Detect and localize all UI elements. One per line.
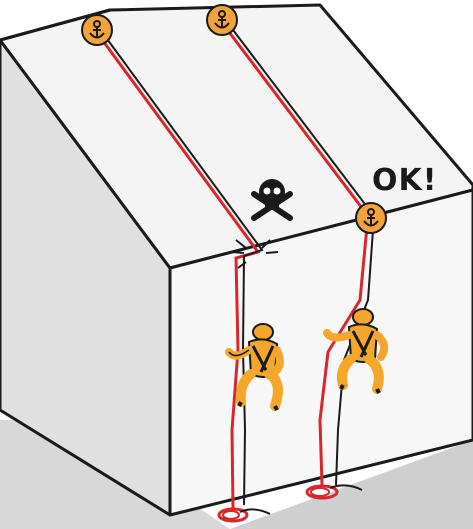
ground-right	[230, 440, 473, 529]
black-rope	[98, 27, 264, 506]
rope-coil-red-inner	[222, 510, 240, 520]
anchor-icon	[355, 202, 387, 234]
rope-coil-red	[305, 484, 339, 500]
rope-coil-black	[329, 484, 363, 491]
red-rope	[93, 29, 261, 509]
rope-coil-red-inner	[310, 487, 330, 497]
worker-figure	[225, 323, 284, 411]
sharp-edge-burst	[231, 239, 279, 269]
skull-crossbones-icon	[251, 179, 293, 221]
anchor-icon	[206, 4, 238, 36]
rope-system-left	[93, 27, 271, 523]
worker-figure	[323, 308, 389, 394]
red-rope	[218, 19, 370, 486]
anchor-icon	[81, 14, 113, 46]
ok-label: OK!	[372, 163, 437, 198]
rope-coil-black	[239, 508, 271, 515]
rope-coil-red	[217, 507, 249, 523]
